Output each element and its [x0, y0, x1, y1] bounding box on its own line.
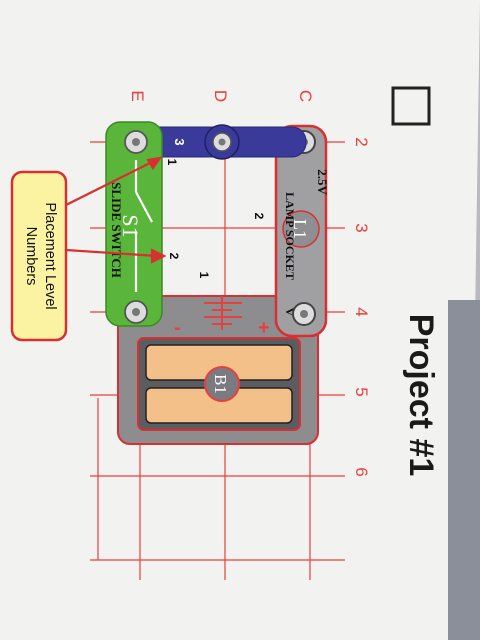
checkbox-icon — [391, 86, 431, 126]
lamp-rating: 2.5V — [315, 169, 330, 195]
wire-number: 3 — [172, 138, 187, 145]
grid-col-label: 5 — [352, 387, 371, 396]
grid-col-label: 3 — [352, 223, 371, 232]
callout-arrows — [65, 156, 167, 264]
lamp-voltage-suffix: V — [283, 308, 297, 317]
switch-name: SLIDE SWITCH — [109, 182, 124, 278]
shadow-edge — [448, 300, 480, 640]
grid-col-label: 6 — [352, 467, 371, 476]
placement-number: 1 — [197, 272, 211, 279]
grid-row-label: C — [296, 90, 315, 102]
lamp-socket: L1 2.5V LAMP SOCKET V — [274, 124, 330, 338]
grid-col-label: 4 — [352, 307, 371, 316]
slide-switch: S1 SLIDE SWITCH — [105, 121, 163, 327]
callout-box — [10, 170, 68, 342]
arrow-head-icon — [150, 248, 167, 264]
battery-plus-label: + — [258, 317, 270, 339]
project-title: Project #1 — [402, 314, 440, 477]
switch-symbol-icon — [134, 160, 153, 292]
battery-minus-label: - — [174, 317, 181, 339]
lamp-name: LAMP SOCKET — [283, 192, 297, 280]
wire-connector: 3 — [129, 124, 307, 160]
placement-callout: Placement Level Numbers — [10, 170, 68, 342]
lamp-id: L1 — [290, 219, 310, 239]
grid-row-label: D — [211, 90, 230, 102]
grid-row-label: E — [128, 90, 147, 101]
arrow-head-icon — [146, 156, 163, 170]
switch-id: S1 — [118, 214, 143, 237]
placement-number: 2 — [252, 213, 266, 220]
battery-symbol-icon — [204, 296, 242, 330]
switch-body — [105, 121, 163, 327]
battery-id: B1 — [211, 374, 230, 394]
grid-col-label: 2 — [352, 137, 371, 146]
callout-line-2: Numbers — [23, 227, 39, 286]
callout-line-1: Placement Level — [42, 202, 58, 309]
lamp-bulb — [282, 210, 320, 248]
battery-holder: B1 + - — [117, 295, 319, 445]
battery-id-badge — [204, 366, 240, 402]
placement-number: 2 — [167, 253, 181, 260]
placement-number: 1 — [165, 159, 179, 166]
